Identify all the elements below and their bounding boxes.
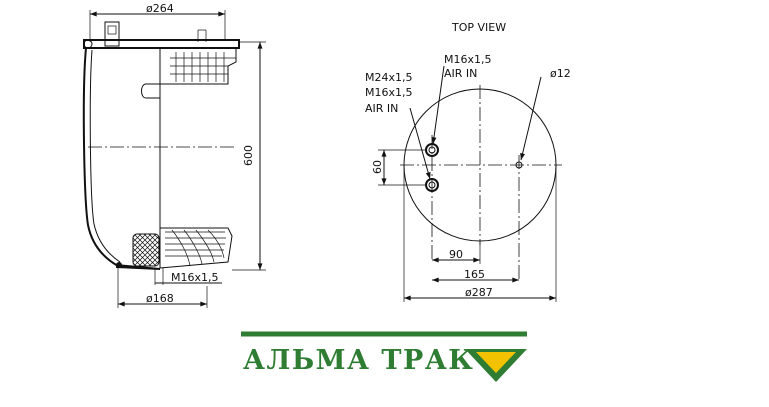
- piston-ribs: [165, 229, 226, 267]
- brand-chevron-inner: [476, 352, 516, 373]
- dim-bottom-thread: M16x1,5: [171, 271, 219, 284]
- leader-lower-port: [409, 107, 431, 180]
- side-view: ø264: [82, 2, 266, 308]
- bellows-wall: [82, 47, 119, 267]
- upper-ribs: [170, 52, 236, 82]
- dim-90: 90: [449, 248, 463, 261]
- port-lower-thread-1: M24x1,5: [365, 71, 413, 84]
- bumper-hatch: [132, 233, 160, 267]
- top-view-title: TOP VIEW: [451, 21, 506, 34]
- stud-nut: [107, 25, 117, 35]
- bottom-plate: [116, 264, 160, 270]
- bellows-wall-inner: [89, 49, 121, 263]
- piston-profile: [159, 227, 233, 269]
- bottom-bead: [116, 262, 122, 268]
- port-lower-thread-2: M16x1,5: [365, 86, 413, 99]
- top-plate-bead: [83, 39, 93, 49]
- leader-hole: [520, 76, 542, 161]
- top-view: TOP VIEW M16x1,5 AIR IN M24x1,5 M16x1,5 …: [365, 21, 571, 302]
- top-plate: [83, 39, 240, 49]
- dim-hole: ø12: [550, 67, 571, 80]
- dim-165: 165: [464, 268, 485, 281]
- side-tab: [141, 83, 160, 99]
- port-upper-label: AIR IN: [444, 67, 477, 80]
- brand-logo: [241, 331, 527, 382]
- dim-top-diameter: ø264: [146, 2, 174, 15]
- top-stud: [104, 21, 120, 47]
- dim-port-spacing: 60: [371, 160, 384, 174]
- dim-height: 600: [242, 145, 255, 166]
- brand-name: АЛЬМА ТРАК: [243, 345, 475, 376]
- dim-diameter: ø287: [465, 286, 493, 299]
- port-upper-thread: M16x1,5: [444, 53, 492, 66]
- upper-profile: [160, 47, 237, 85]
- leader-upper-port: [431, 65, 445, 145]
- dim-bottom-diameter: ø168: [146, 292, 174, 305]
- port-lower-label: AIR IN: [365, 102, 398, 115]
